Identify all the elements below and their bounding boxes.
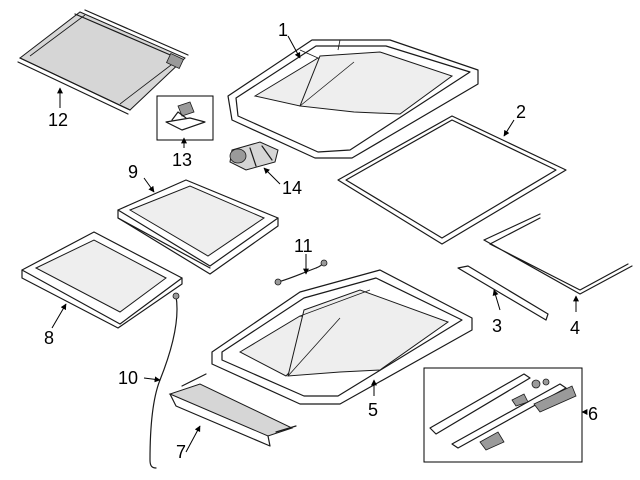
part-6-track-kit[interactable] bbox=[423, 367, 583, 463]
callout-12: 12 bbox=[48, 110, 68, 130]
callout-8: 8 bbox=[44, 328, 54, 348]
callout-11: 11 bbox=[294, 236, 313, 256]
part-3-strip[interactable] bbox=[457, 265, 549, 321]
part-7-front-deflector[interactable] bbox=[168, 373, 297, 447]
part-1-frame-assembly[interactable] bbox=[227, 39, 479, 159]
callout-13: 13 bbox=[172, 150, 192, 170]
part-2-seal[interactable] bbox=[337, 115, 567, 245]
callout-3: 3 bbox=[492, 316, 502, 336]
part-4-deflector[interactable] bbox=[483, 213, 633, 295]
part-13-bracket[interactable] bbox=[156, 95, 214, 141]
part-14-motor[interactable] bbox=[229, 141, 279, 171]
callout-14: 14 bbox=[282, 178, 302, 198]
part-10-drain-hose[interactable] bbox=[149, 292, 180, 469]
leader-lines bbox=[51, 35, 588, 453]
callout-6: 6 bbox=[588, 404, 598, 424]
part-12-sunshade[interactable] bbox=[17, 9, 189, 115]
callout-9: 9 bbox=[128, 162, 138, 182]
callout-1: 1 bbox=[278, 20, 288, 40]
callout-10: 10 bbox=[118, 368, 138, 388]
callout-7: 7 bbox=[176, 442, 186, 462]
part-8-glass-panel[interactable] bbox=[21, 231, 183, 329]
part-11-cable[interactable] bbox=[274, 259, 328, 286]
callout-4: 4 bbox=[570, 318, 580, 338]
callout-2: 2 bbox=[516, 102, 526, 122]
callout-5: 5 bbox=[368, 400, 378, 420]
part-5-lower-frame[interactable] bbox=[211, 269, 473, 405]
part-9-glass-panel[interactable] bbox=[117, 179, 279, 275]
